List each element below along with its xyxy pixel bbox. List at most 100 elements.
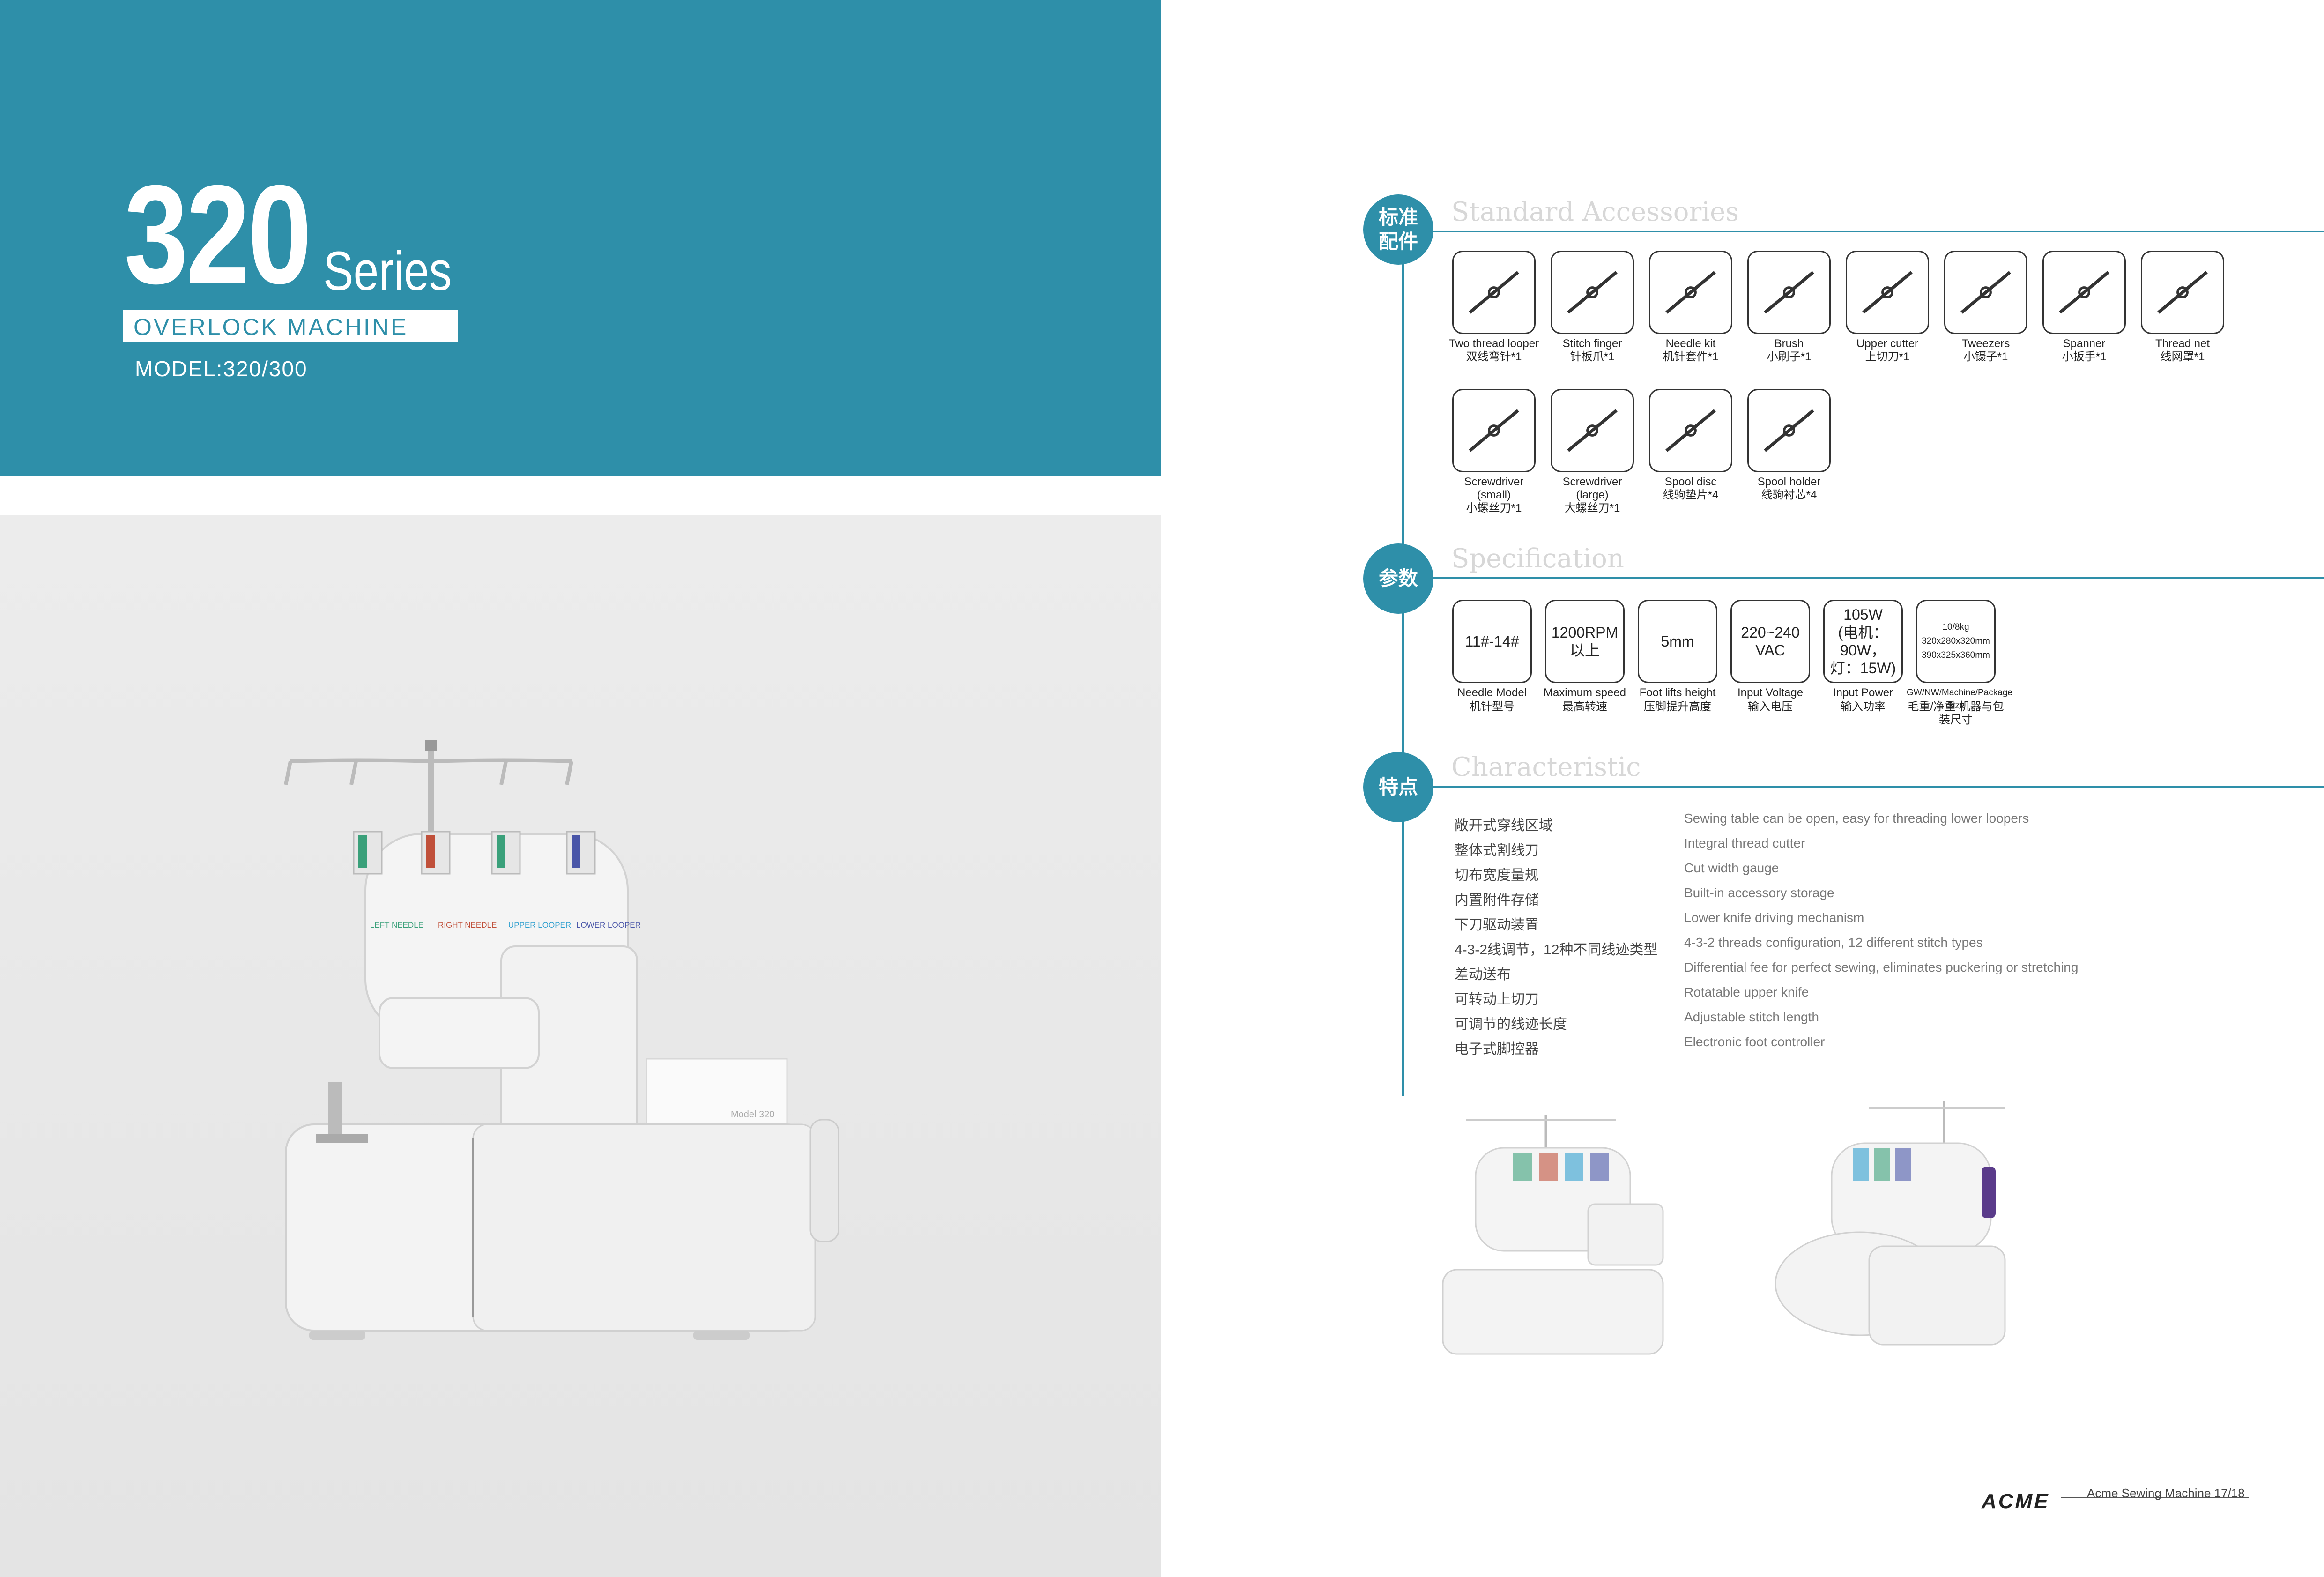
specification-badge: 参数 [1363, 543, 1433, 614]
accessory-name: Screwdriver (large) [1562, 476, 1622, 501]
accessory-name-cn: 小刷子*1 [1767, 350, 1812, 363]
spec-value-card: 10/8kg 320x280x320mm 390x325x360mm [1916, 600, 1996, 683]
label-lower-looper: LOWER LOOPER [576, 921, 641, 930]
accessory-name: Spanner [2063, 337, 2106, 350]
characteristic-cn: 可调节的线迹长度 [1455, 1017, 1567, 1032]
accessory-name: Thread net [2155, 337, 2210, 350]
characteristic-en: Integral thread cutter [1684, 836, 1805, 850]
spec-label-cn: 机针型号 [1470, 700, 1515, 713]
spec-label: Maximum speed [1543, 686, 1626, 699]
accessory-name-cn: 针板爪*1 [1570, 350, 1615, 363]
overlock-machine-image: LEFT NEEDLE RIGHT NEEDLE UPPER LOOPER LO… [284, 740, 839, 1340]
accessory-name: Needle kit [1665, 337, 1716, 350]
characteristic-en: Adjustable stitch length [1684, 1010, 1819, 1024]
thread-net-icon [2141, 251, 2224, 334]
spanner-icon [2042, 251, 2126, 334]
spec-label: Input Voltage [1737, 686, 1804, 699]
screwdriver-large-icon [1551, 389, 1634, 472]
accessories-rule [1433, 231, 2324, 232]
screwdriver-small-icon [1452, 389, 1536, 472]
characteristic-en: Differential fee for perfect sewing, eli… [1684, 960, 2079, 974]
subtitle-box [123, 310, 458, 342]
spool-holder-icon [1747, 389, 1831, 472]
characteristic-cn: 下刀驱动装置 [1455, 917, 1539, 933]
spool-disc-icon [1649, 389, 1732, 472]
hero-banner [0, 0, 1161, 476]
spec-value-card: 11#-14# [1452, 600, 1532, 683]
label-left-needle: LEFT NEEDLE [370, 921, 423, 930]
characteristic-badge: 特点 [1363, 752, 1433, 822]
spec-label-cn: 输入功率 [1841, 700, 1886, 713]
brand-logo: ACME [1982, 1490, 2050, 1513]
spec-value-card: 105W (电机：90W， 灯：15W) [1823, 600, 1903, 683]
characteristic-en: Sewing table can be open, easy for threa… [1684, 811, 2029, 826]
footer-text: Acme Sewing Machine 17/18 [2087, 1486, 2245, 1500]
characteristic-en: Lower knife driving mechanism [1684, 910, 1864, 925]
characteristic-cn: 整体式割线刀 [1455, 843, 1539, 858]
subtitle: OVERLOCK MACHINE [134, 314, 408, 340]
characteristic-cn: 差动送布 [1455, 967, 1511, 982]
model-label: MODEL:320/300 [135, 357, 308, 381]
label-upper-looper: UPPER LOOPER [508, 921, 571, 930]
accessory-name-cn: 线网罩*1 [2160, 350, 2205, 363]
brush-icon [1747, 251, 1831, 334]
accessory-name: Upper cutter [1856, 337, 1919, 350]
specification-title: Specification [1451, 543, 1624, 574]
characteristic-en: 4-3-2 threads configuration, 12 differen… [1684, 935, 1983, 950]
series-number: 320 [124, 156, 312, 313]
spec-label: Input Power [1833, 686, 1893, 699]
product-angle-thumbnail [1775, 1101, 2006, 1346]
tweezers-icon [1944, 251, 2027, 334]
accessory-name-cn: 大螺丝刀*1 [1564, 502, 1620, 514]
spec-label: GW/NW/Machine/Package Size [1907, 688, 2012, 711]
characteristic-cn: 可转动上切刀 [1455, 992, 1539, 1007]
thread-dials [353, 831, 596, 875]
accessory-name-cn: 小扳手*1 [2062, 350, 2107, 363]
characteristic-title: Characteristic [1451, 752, 1641, 782]
footer-divider [2061, 1497, 2249, 1498]
product-front-thumbnail [1442, 1115, 1664, 1355]
section-vertical-line [1402, 262, 1404, 1096]
characteristic-en: Electronic foot controller [1684, 1034, 1825, 1049]
characteristic-cn: 4-3-2线调节，12种不同线迹类型 [1455, 942, 1658, 958]
characteristic-cn: 切布宽度量规 [1455, 868, 1539, 883]
characteristic-cn: 内置附件存储 [1455, 893, 1539, 908]
specification-rule [1433, 577, 2324, 579]
accessory-name-cn: 机针套件*1 [1663, 350, 1719, 363]
spec-label-cn: 毛重/净重 机器与包装尺寸 [1908, 700, 2004, 726]
spec-value-card: 5mm [1638, 600, 1717, 683]
accessory-name-cn: 线驹衬芯*4 [1761, 489, 1817, 501]
spec-value-card: 220~240 VAC [1730, 600, 1810, 683]
upper-cutter-icon [1846, 251, 1929, 334]
looper-icon [1452, 251, 1536, 334]
accessory-name: Two thread looper [1448, 337, 1539, 350]
spec-value-card: 1200RPM 以上 [1545, 600, 1625, 683]
accessories-title: Standard Accessories [1451, 197, 1739, 227]
spec-label-cn: 输入电压 [1748, 700, 1793, 713]
spec-label: Needle Model [1457, 686, 1527, 699]
accessory-name: Spool holder [1757, 476, 1821, 488]
characteristic-cn: 电子式脚控器 [1455, 1041, 1539, 1057]
spec-label-cn: 最高转速 [1562, 700, 1607, 713]
characteristic-en: Rotatable upper knife [1684, 985, 1809, 999]
characteristic-cn: 敞开式穿线区域 [1455, 818, 1553, 833]
accessory-name: Stitch finger [1562, 337, 1622, 350]
accessory-name-cn: 线驹垫片*4 [1663, 489, 1719, 501]
accessory-name-cn: 双线弯针*1 [1466, 350, 1522, 363]
accessories-badge: 标准 配件 [1363, 194, 1433, 265]
spec-label: Foot lifts height [1639, 686, 1716, 699]
stitch-finger-icon [1551, 251, 1634, 334]
accessory-name: Tweezers [1961, 337, 2010, 350]
characteristic-en: Cut width gauge [1684, 861, 1779, 875]
model-plate: Model 320 [731, 1109, 774, 1120]
series-word: Series [323, 240, 452, 302]
label-right-needle: RIGHT NEEDLE [438, 921, 497, 930]
characteristic-en: Built-in accessory storage [1684, 885, 1834, 900]
needle-kit-icon [1649, 251, 1732, 334]
accessory-name: Screwdriver (small) [1464, 476, 1524, 501]
characteristic-rule [1433, 786, 2324, 788]
accessory-name-cn: 小螺丝刀*1 [1466, 502, 1522, 514]
accessory-name-cn: 上切刀*1 [1865, 350, 1910, 363]
accessory-name: Spool disc [1664, 476, 1717, 488]
spec-label-cn: 压脚提升高度 [1644, 700, 1711, 713]
